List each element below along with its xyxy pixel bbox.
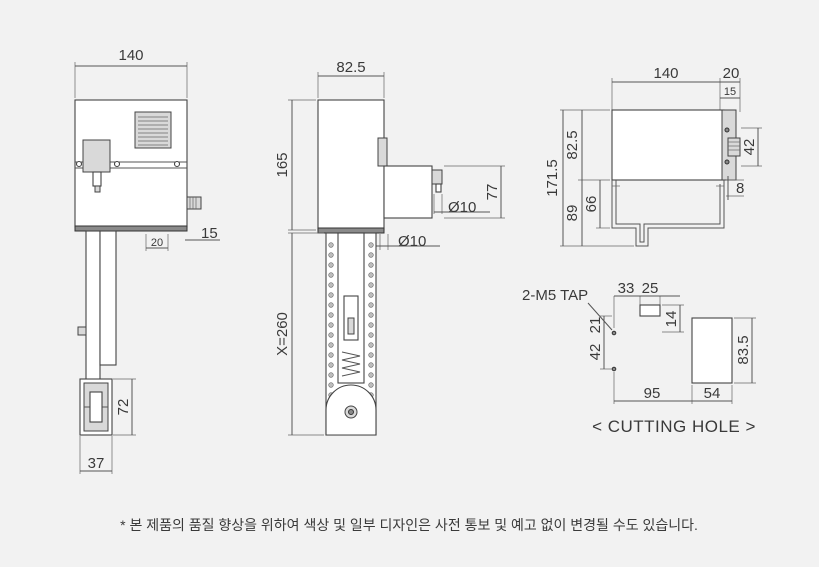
spring <box>341 351 361 377</box>
dim-shaft-dia-1: Ø10 <box>448 199 476 216</box>
mount-view: 140 20 15 171.5 82.5 89 66 42 <box>544 65 762 247</box>
dim-mount-lower: 89 <box>564 205 581 222</box>
vent-grille <box>134 111 172 149</box>
dim-hole-width: 54 <box>704 385 721 402</box>
dim-tap-spacing: 42 <box>587 344 604 361</box>
dim-offset-2: 25 <box>642 280 659 297</box>
tap-hole-top <box>611 330 617 336</box>
tap-label: 2-M5 TAP <box>522 287 588 304</box>
dim-mount-total: 171.5 <box>544 159 561 197</box>
dim-shaft-height: 77 <box>484 184 501 201</box>
dim-mount-flange: 20 <box>723 65 740 82</box>
dim-shaft-dia-2: Ø10 <box>398 233 426 250</box>
dim-side-height: 165 <box>274 152 291 177</box>
dim-mount-upper: 82.5 <box>564 130 581 159</box>
cutting-hole <box>691 317 733 384</box>
side-view: 82.5 165 77 Ø10 Ø10 <box>274 59 505 436</box>
bracket-profile <box>611 180 725 247</box>
dim-hole-height: 83.5 <box>735 335 752 364</box>
cutting-hole-view: 2-M5 TAP 33 25 14 21 42 83.5 95 <box>522 280 756 436</box>
dim-front-width: 140 <box>118 47 143 64</box>
dim-hole-offset: 95 <box>644 385 661 402</box>
side-housing <box>317 99 385 231</box>
front-view: 140 20 15 <box>74 47 220 474</box>
mount-bracket <box>74 225 188 232</box>
footnote: * 본 제품의 품질 향상을 위하여 색상 및 일부 디자인은 사전 통보 및 … <box>120 517 698 533</box>
dim-tap-top: 21 <box>587 317 604 334</box>
motor-block <box>82 139 111 173</box>
dim-mount-gap: 8 <box>736 180 744 197</box>
dim-slot-height: 14 <box>663 311 680 328</box>
dim-wheel-height: 72 <box>115 399 132 416</box>
mount-body <box>611 109 725 181</box>
dim-mount-width: 140 <box>653 65 678 82</box>
slot-cutout <box>639 304 661 317</box>
guide-rail <box>85 230 101 382</box>
dim-wheel-width: 37 <box>88 455 105 472</box>
cutting-hole-caption: < CUTTING HOLE > <box>592 417 756 436</box>
tap-hole-bottom <box>611 366 617 372</box>
dim-offset-1: 33 <box>618 280 635 297</box>
dim-side-width: 82.5 <box>336 59 365 76</box>
dim-mount-port: 42 <box>741 139 758 156</box>
dim-bracket-thickness: 15 <box>201 225 218 242</box>
dim-mount-flange-inner: 15 <box>724 86 736 98</box>
connector <box>186 196 202 210</box>
shaft-end <box>431 169 443 185</box>
mount-port <box>727 137 741 157</box>
dim-mount-lower-inner: 66 <box>583 196 600 213</box>
dim-bracket-offset: 20 <box>151 237 163 249</box>
dim-stroke: X=260 <box>274 312 291 356</box>
